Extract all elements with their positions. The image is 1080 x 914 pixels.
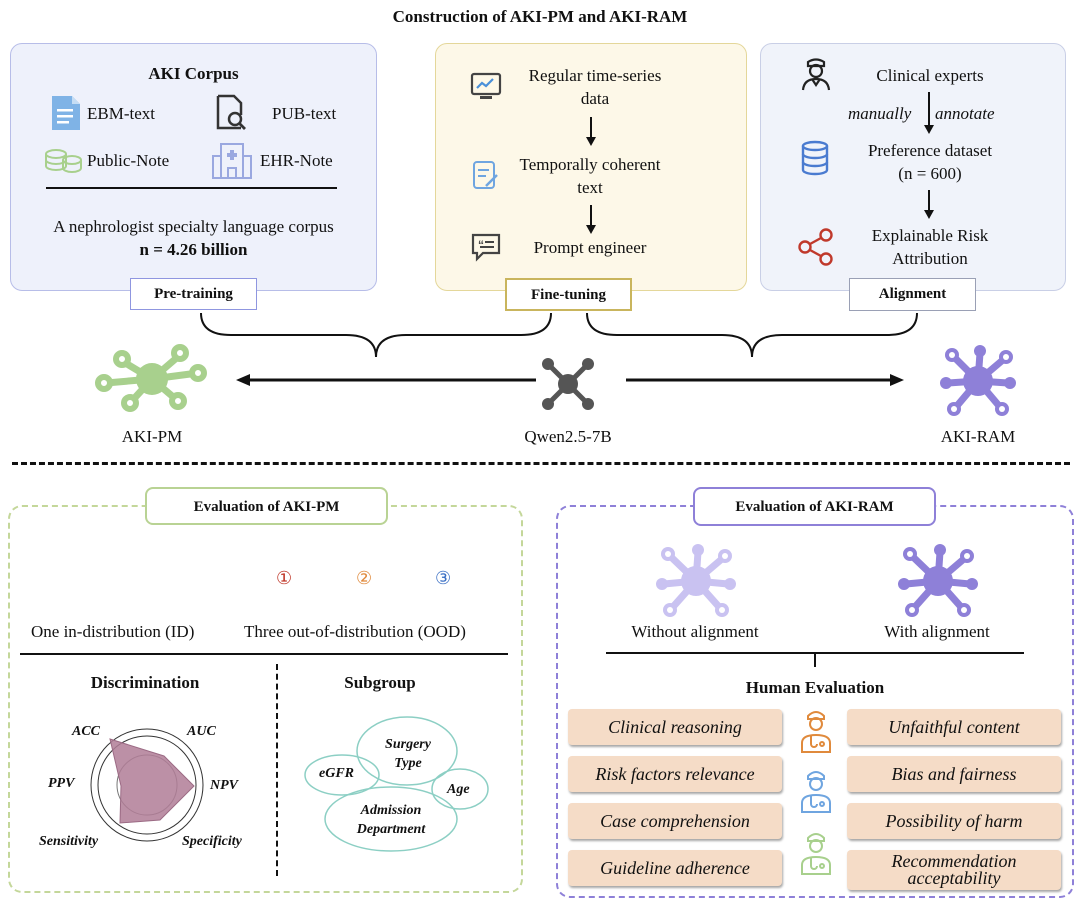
preference-dataset-label: Preference dataset [867, 141, 993, 160]
eval-pm-vertical-divider [276, 664, 278, 876]
chat-quote-icon: “ [471, 233, 501, 262]
eval-ram-stem [814, 653, 816, 667]
qwen-label: Qwen2.5-7B [524, 427, 612, 446]
criterion-recommendation-line-2: acceptability [907, 868, 1001, 888]
section-divider [12, 462, 1070, 465]
hospital-icon [212, 143, 252, 179]
corpus-heading: AKI Corpus [148, 64, 239, 83]
subgroup-admission: Admission [360, 803, 422, 818]
without-alignment-label: Without alignment [631, 622, 759, 641]
doctor-icon [801, 771, 831, 813]
subgroup-venn [304, 716, 489, 852]
qwen-model-icon [542, 358, 594, 410]
subgroup-department: Department [356, 822, 426, 837]
risk-attribution-label-1: Explainable Risk [871, 226, 989, 245]
ood-marker-2: ② [356, 568, 373, 588]
corpus-description: A nephrologist specialty language corpus [53, 217, 334, 236]
criterion-possibility-harm: Possibility of harm [847, 803, 1061, 839]
monitor-chart-icon [470, 72, 502, 99]
finetune-step-2a: Temporally coherent [519, 155, 661, 174]
doctor-icon [801, 833, 831, 875]
eval-pm-divider [20, 653, 508, 655]
finetune-step-2b: text [577, 178, 603, 197]
corpus-item-public-note: Public-Note [87, 151, 170, 170]
criterion-unfaithful-content: Unfaithful content [847, 709, 1061, 745]
risk-attribution-label-2: Attribution [892, 249, 968, 268]
document-search-icon [216, 94, 246, 130]
radar-label-ppv: PPV [48, 776, 75, 791]
subgroup-heading: Subgroup [344, 673, 416, 692]
criterion-recommendation-line-1: Recommendation [891, 851, 1017, 871]
down-arrow-icon [586, 117, 596, 146]
corpus-divider [46, 187, 337, 189]
down-arrow-icon [924, 92, 934, 134]
clinical-experts-label: Clinical experts [876, 66, 984, 85]
aki-ram-network-icon [940, 345, 1016, 416]
doctor-icon [801, 711, 831, 753]
arrow-to-aki-pm [236, 374, 536, 386]
finetuning-tag: Fine-tuning [505, 278, 632, 311]
criterion-guideline-adherence: Guideline adherence [568, 850, 782, 886]
eval-ram-title: Evaluation of AKI-RAM [693, 487, 936, 526]
doctor-icon [801, 58, 831, 91]
aki-pm-label: AKI-PM [121, 427, 183, 446]
criterion-clinical-reasoning: Clinical reasoning [568, 709, 782, 745]
down-arrow-icon [586, 205, 596, 234]
with-alignment-label: With alignment [884, 622, 990, 641]
coins-icon [45, 149, 82, 173]
subgroup-surgery: Surgery [385, 737, 431, 752]
aki-pm-network-icon [95, 344, 207, 412]
eval-pm-title: Evaluation of AKI-PM [145, 487, 388, 525]
document-icon [52, 96, 80, 130]
subgroup-egfr: eGFR [319, 766, 354, 781]
corpus-item-ebm: EBM-text [87, 104, 155, 123]
criterion-case-comprehension: Case comprehension [568, 803, 782, 839]
human-evaluation-heading: Human Evaluation [745, 678, 885, 697]
note-edit-icon [473, 161, 498, 189]
alignment-tag: Alignment [849, 278, 976, 311]
subgroup-age: Age [447, 782, 470, 797]
down-arrow-icon [924, 190, 934, 219]
pretraining-panel [10, 43, 377, 291]
manually-label: manually [848, 104, 912, 123]
pretraining-tag: Pre-training [130, 278, 257, 310]
criterion-risk-factors: Risk factors relevance [568, 756, 782, 792]
subgroup-type: Type [394, 756, 422, 771]
ood-label: Three out-of-distribution (OOD) [244, 622, 466, 641]
finetune-step-3: Prompt engineer [533, 238, 647, 257]
corpus-count: n = 4.26 billion [139, 240, 248, 259]
radar-chart [90, 728, 204, 842]
annotate-label: annotate [935, 104, 995, 123]
without-alignment-icon [656, 544, 736, 617]
ood-marker-3: ③ [435, 568, 452, 588]
radar-label-sensitivity: Sensitivity [39, 834, 99, 849]
figure-title: Construction of AKI-PM and AKI-RAM [392, 7, 688, 26]
criterion-recommendation: Recommendation acceptability [847, 850, 1061, 890]
share-nodes-icon [798, 228, 833, 266]
ood-marker-1: ① [276, 568, 293, 588]
radar-label-specificity: Specificity [182, 834, 242, 849]
database-icon [801, 140, 829, 176]
id-label: One in-distribution (ID) [31, 622, 195, 641]
finetune-step-1b: data [580, 89, 610, 108]
connector-braces [200, 312, 918, 358]
radar-label-auc: AUC [187, 724, 216, 739]
discrimination-heading: Discrimination [90, 673, 200, 692]
finetune-step-1a: Regular time-series [528, 66, 662, 85]
aki-ram-label: AKI-RAM [940, 427, 1016, 446]
preference-count-label: (n = 600) [898, 164, 962, 183]
with-alignment-icon [898, 544, 978, 617]
radar-label-npv: NPV [210, 778, 238, 793]
corpus-item-ehr-note: EHR-Note [260, 151, 333, 170]
corpus-item-pub: PUB-text [272, 104, 337, 123]
criterion-bias-fairness: Bias and fairness [847, 756, 1061, 792]
svg-text:“: “ [478, 238, 484, 252]
radar-label-acc: ACC [72, 724, 101, 739]
arrow-to-aki-ram [626, 374, 904, 386]
